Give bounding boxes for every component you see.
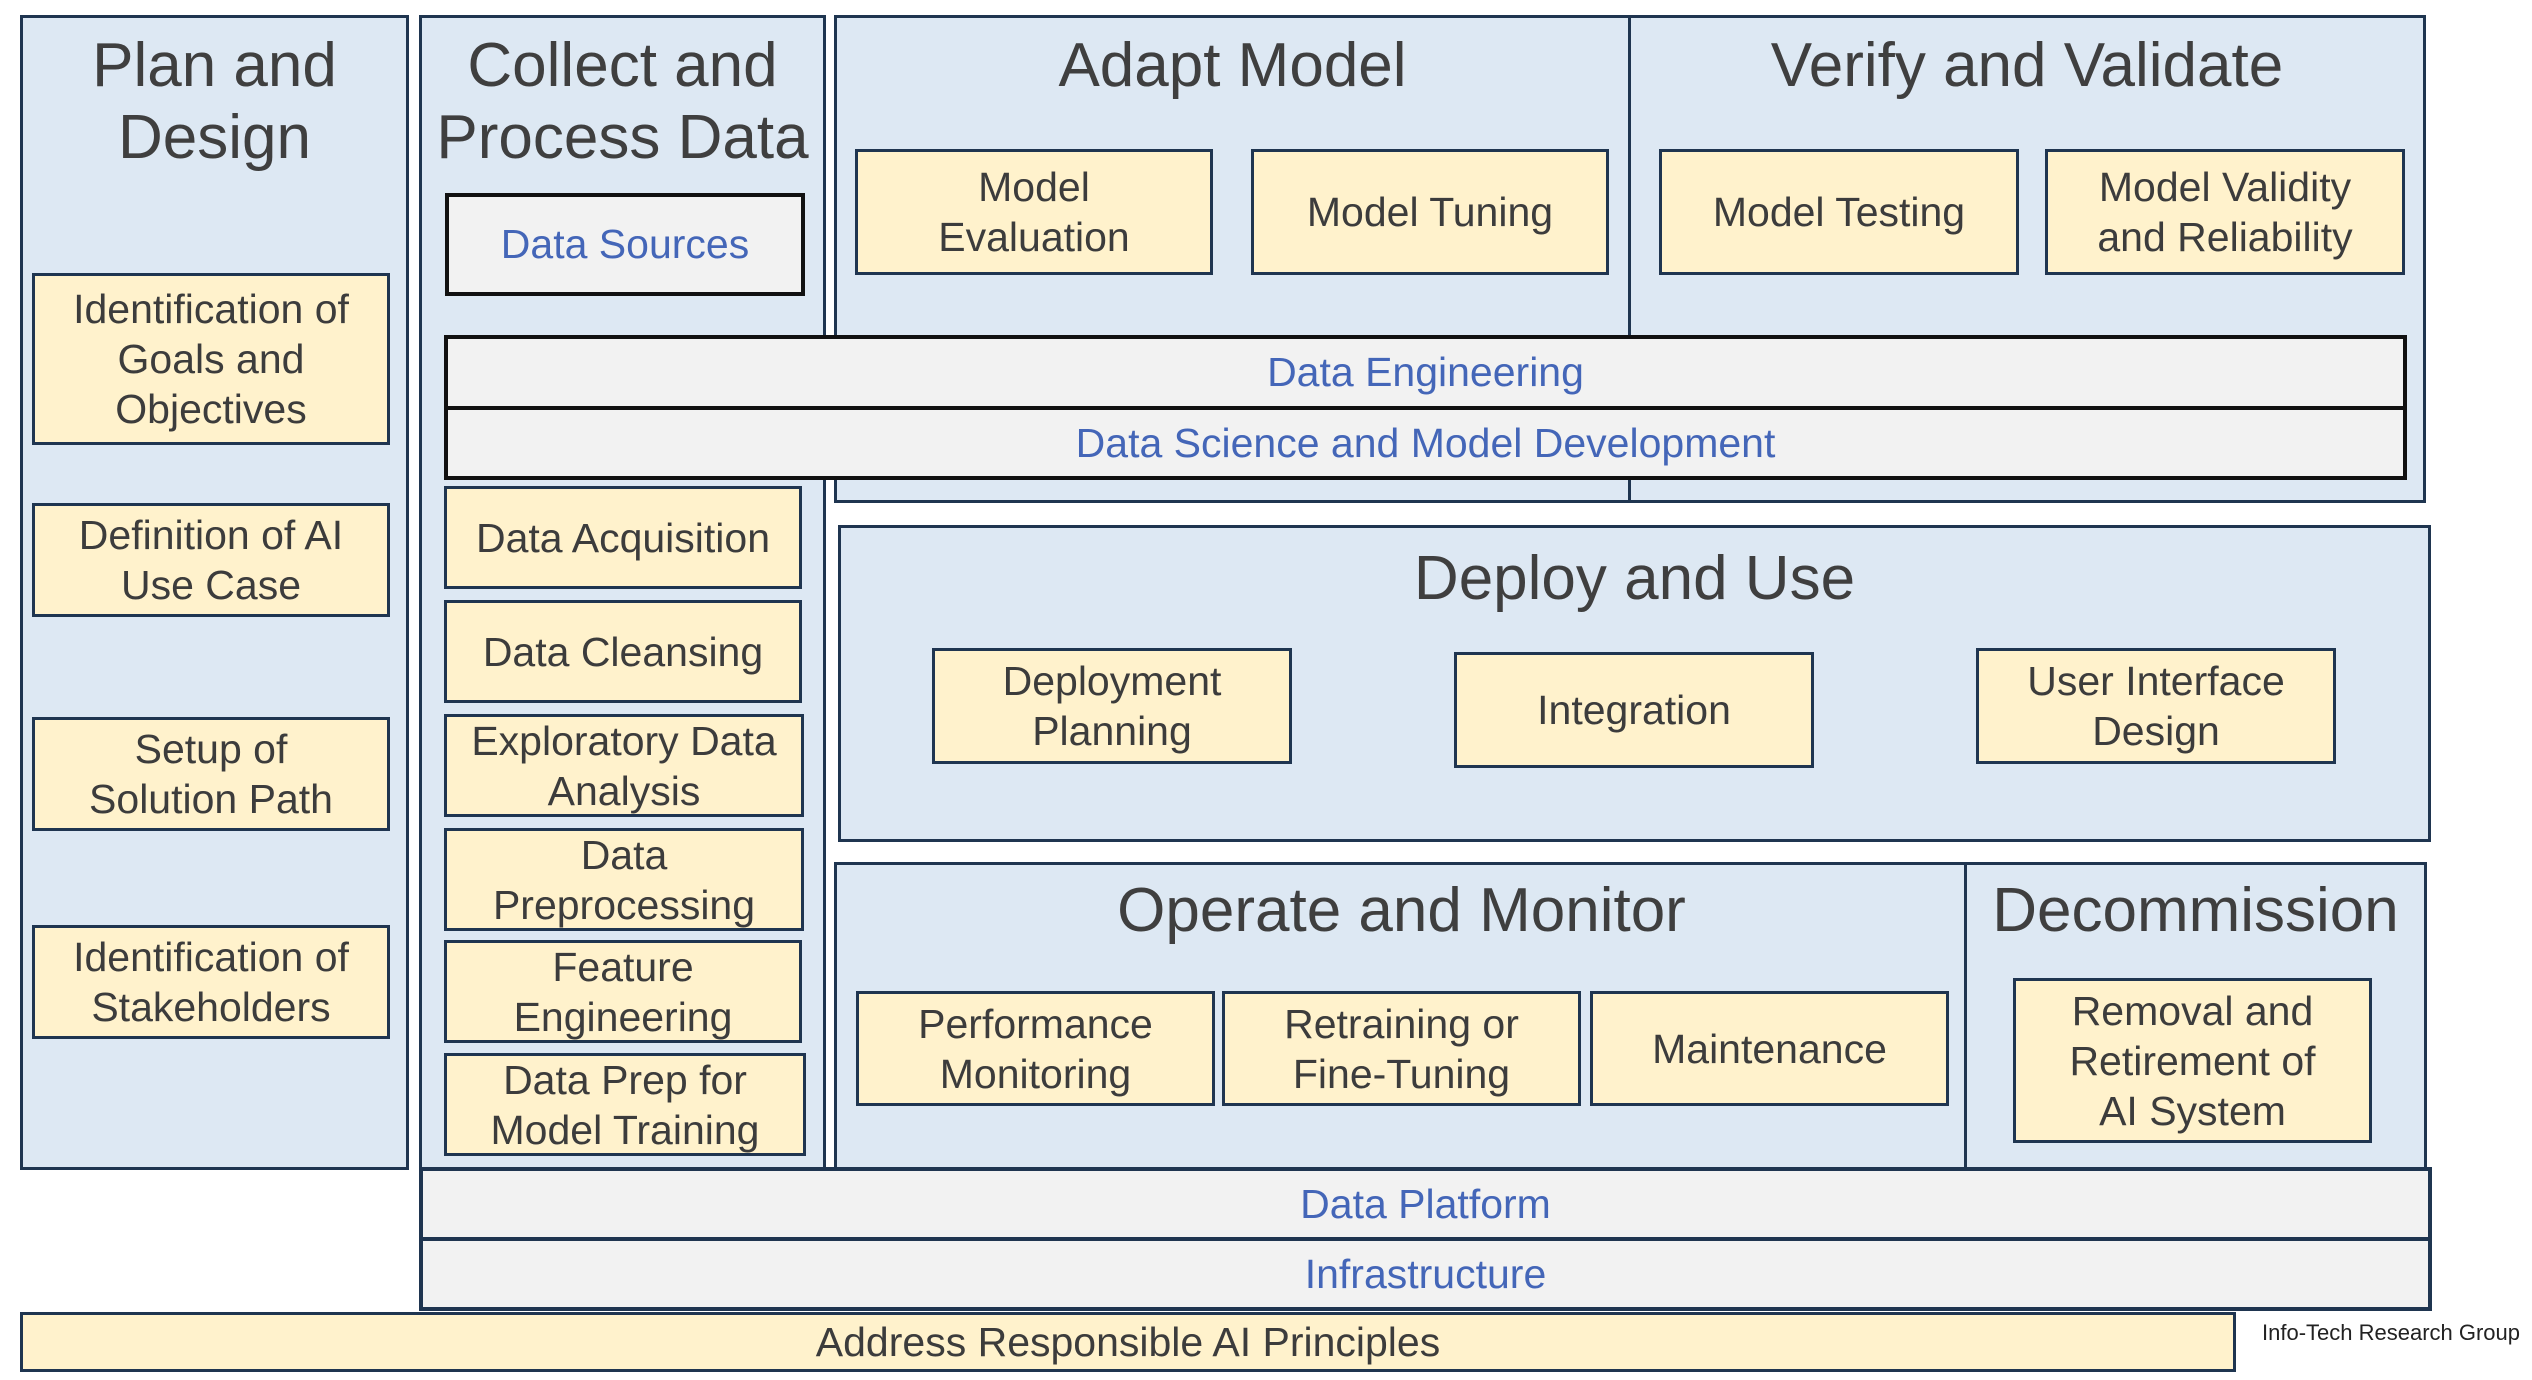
- data-sources-box: Data Sources: [445, 193, 805, 296]
- user-interface-design-box: User Interface Design: [1976, 648, 2336, 764]
- performance-monitoring-box: Performance Monitoring: [856, 991, 1215, 1106]
- operate-monitor-title: Operate and Monitor: [1117, 876, 1686, 945]
- model-tuning-box: Model Tuning: [1251, 149, 1609, 275]
- feature-engineering-box: Feature Engineering: [444, 940, 802, 1043]
- stakeholders-box: Identification of Stakeholders: [32, 925, 390, 1039]
- data-preprocessing-box: Data Preprocessing: [444, 828, 804, 931]
- goals-objectives-box: Identification of Goals and Objectives: [32, 273, 390, 445]
- data-prep-model-training-box: Data Prep for Model Training: [444, 1053, 806, 1156]
- info-tech-credit: Info-Tech Research Group: [2262, 1320, 2521, 1345]
- retraining-fine-tuning-box: Retraining or Fine-Tuning: [1222, 991, 1581, 1106]
- responsible-ai-principles-bar: Address Responsible AI Principles: [20, 1312, 2236, 1372]
- plan-and-design-title: Plan and Design: [92, 31, 337, 172]
- decommission-title: Decommission: [1992, 876, 2399, 945]
- maintenance-box: Maintenance: [1590, 991, 1949, 1106]
- model-validity-reliability-box: Model Validity and Reliability: [2045, 149, 2405, 275]
- removal-retirement-box: Removal and Retirement of AI System: [2013, 978, 2372, 1143]
- deploy-and-use-title: Deploy and Use: [1413, 544, 1856, 613]
- adapt-model-title: Adapt Model: [1058, 31, 1407, 100]
- data-cleansing-box: Data Cleansing: [444, 600, 802, 703]
- solution-path-box: Setup of Solution Path: [32, 717, 390, 831]
- model-evaluation-box: Model Evaluation: [855, 149, 1213, 275]
- ai-use-case-box: Definition of AI Use Case: [32, 503, 390, 617]
- collect-process-data-title: Collect and Process Data: [436, 31, 809, 172]
- data-engineering-bar: Data Engineering: [444, 335, 2407, 410]
- data-acquisition-box: Data Acquisition: [444, 486, 802, 589]
- integration-box: Integration: [1454, 652, 1814, 768]
- model-testing-box: Model Testing: [1659, 149, 2019, 275]
- data-science-model-development-bar: Data Science and Model Development: [444, 406, 2407, 480]
- exploratory-data-analysis-box: Exploratory Data Analysis: [444, 714, 804, 817]
- deployment-planning-box: Deployment Planning: [932, 648, 1292, 764]
- infrastructure-bar: Infrastructure: [419, 1237, 2432, 1311]
- verify-validate-title: Verify and Validate: [1770, 31, 2284, 100]
- data-platform-bar: Data Platform: [419, 1167, 2432, 1241]
